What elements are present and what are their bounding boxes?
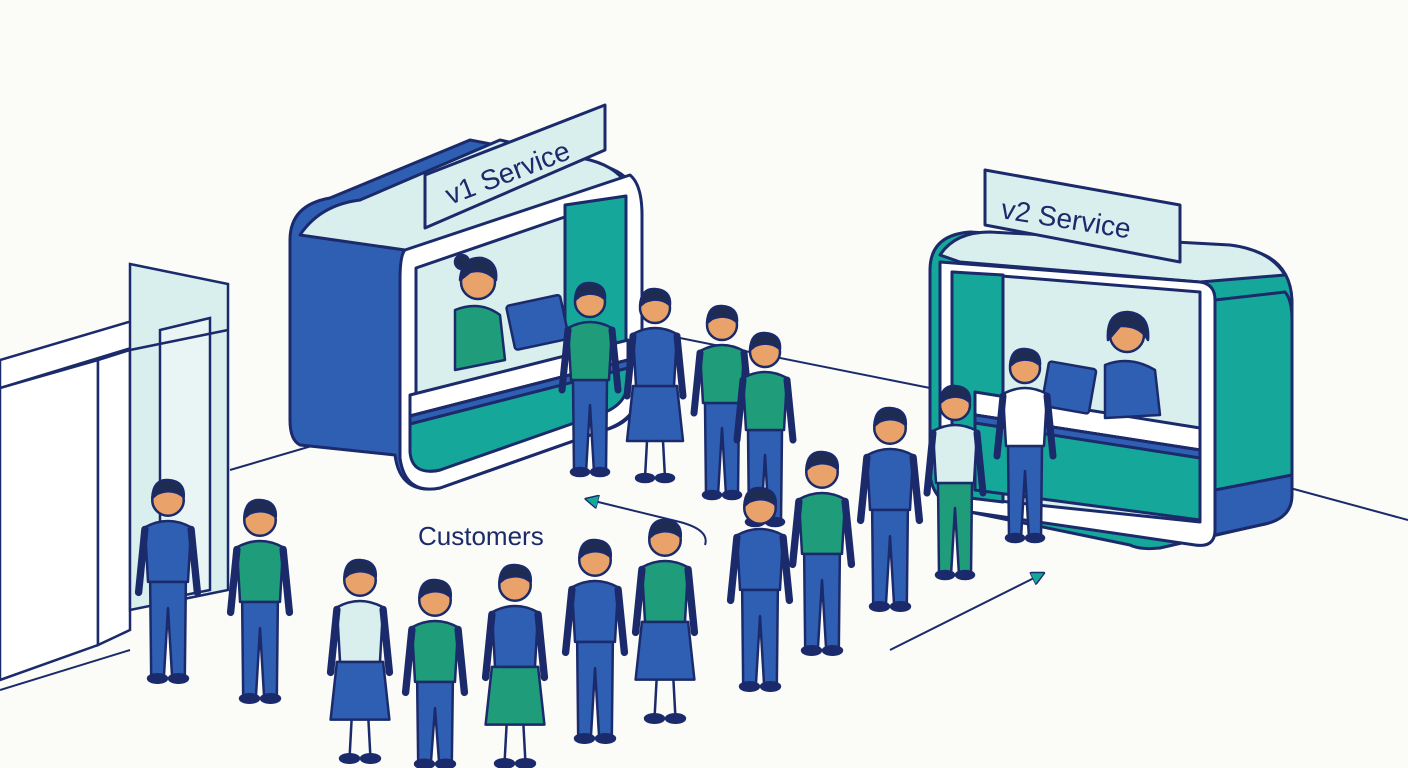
person-figure xyxy=(623,287,687,484)
person-figure xyxy=(226,498,294,704)
v2-clerk xyxy=(1040,310,1162,420)
customer-queue xyxy=(134,281,1057,768)
entrance-doorway xyxy=(0,262,230,682)
person-figure xyxy=(788,450,856,656)
v1-clerk xyxy=(453,253,570,372)
person-figure xyxy=(401,578,469,768)
person-figure xyxy=(726,486,794,692)
flow-arrow-icon xyxy=(590,500,1040,651)
queue-label: Customers xyxy=(418,521,544,551)
person-figure xyxy=(558,281,622,478)
person-figure xyxy=(923,384,987,581)
person-figure xyxy=(993,347,1057,544)
person-figure xyxy=(326,558,394,764)
person-figure xyxy=(561,538,629,744)
person-figure xyxy=(690,304,754,501)
person-figure xyxy=(856,406,924,612)
person-figure xyxy=(631,518,699,724)
person-figure xyxy=(481,563,549,768)
person-figure xyxy=(134,478,202,684)
